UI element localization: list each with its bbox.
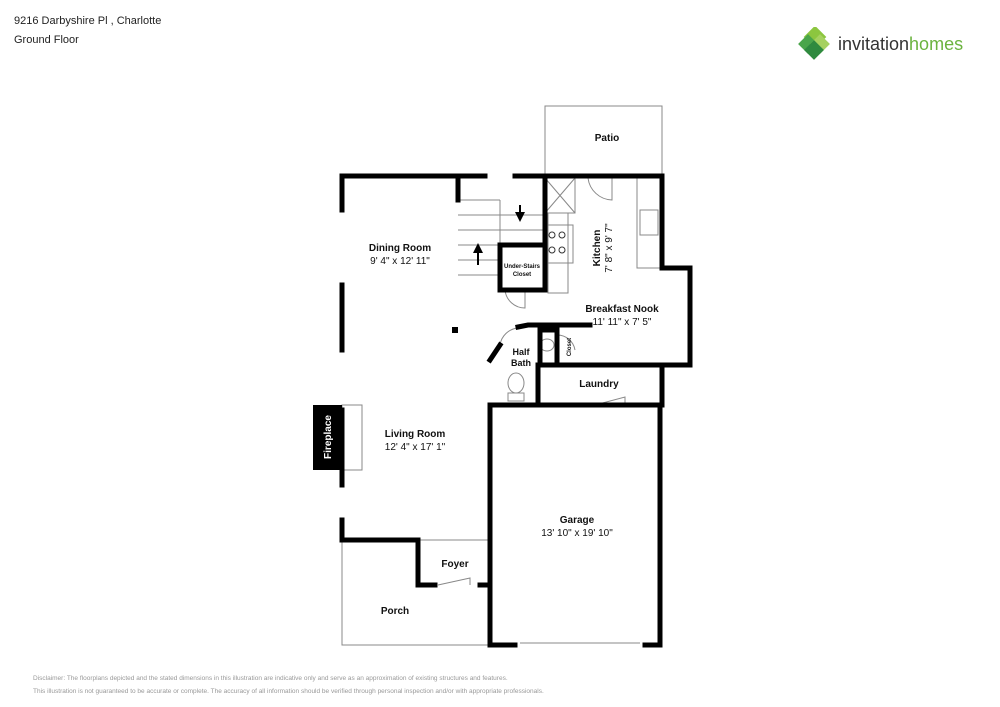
- disclaimer-line-1: Disclaimer: The floorplans depicted and …: [33, 675, 508, 682]
- nook-label: Breakfast Nook: [585, 304, 659, 315]
- half-bath-label-2: Bath: [511, 358, 531, 368]
- porch-label: Porch: [381, 606, 409, 617]
- under-stairs-label-2: Closet: [513, 272, 531, 278]
- living-label: Living Room: [385, 429, 446, 440]
- laundry-label: Laundry: [579, 379, 619, 390]
- brand-name-2: homes: [909, 33, 964, 54]
- logo-icon: [798, 27, 830, 60]
- address: 9216 Darbyshire Pl , Charlotte: [14, 15, 162, 27]
- under-stairs-label-1: Under-Stairs: [504, 264, 541, 270]
- floor-label: Ground Floor: [14, 34, 79, 46]
- stairs-down-arrow: [515, 205, 525, 222]
- living-dims: 12' 4" x 17' 1": [385, 442, 446, 453]
- stairs-up-arrow: [473, 243, 483, 265]
- closet-label: Closet: [567, 338, 573, 356]
- column-marker: [452, 327, 458, 333]
- brand-name-1: invitation: [838, 33, 910, 54]
- foyer-label: Foyer: [441, 559, 468, 570]
- dining-label: Dining Room: [369, 243, 431, 254]
- garage-dims: 13' 10" x 19' 10": [541, 528, 613, 539]
- disclaimer-line-2: This illustration is not guaranteed to b…: [33, 688, 544, 695]
- garage-label: Garage: [560, 515, 595, 526]
- dining-dims: 9' 4" x 12' 11": [370, 256, 430, 267]
- nook-dims: 11' 11" x 7' 5": [593, 317, 652, 328]
- patio-label: Patio: [595, 133, 619, 144]
- kitchen-dims: 7' 8" x 9' 7": [604, 223, 615, 273]
- fireplace: [313, 405, 342, 470]
- kitchen-label: Kitchen: [592, 230, 603, 267]
- thin-lines: [341, 105, 663, 646]
- half-bath-label-1: Half: [512, 347, 530, 357]
- fireplace-label: Fireplace: [323, 415, 334, 459]
